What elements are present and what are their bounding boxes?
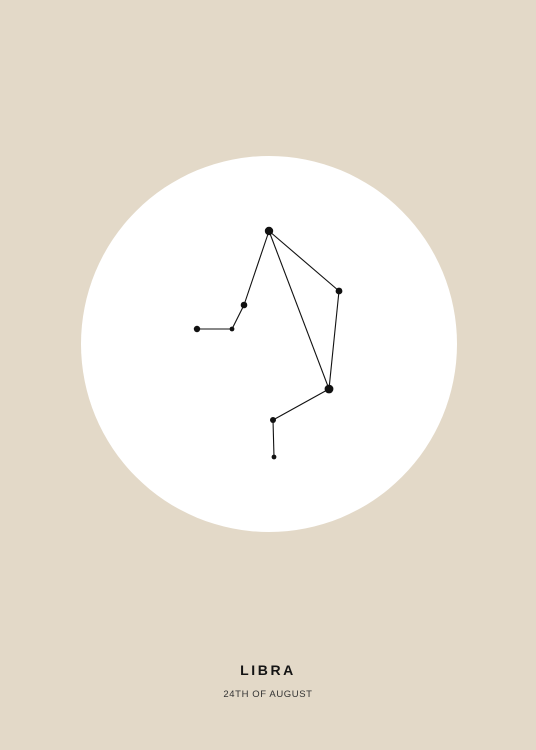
star	[324, 384, 334, 394]
star	[229, 326, 235, 332]
constellation-line	[328, 290, 340, 390]
star	[271, 454, 277, 460]
date-subtitle: 24TH OF AUGUST	[223, 689, 313, 700]
constellation-line	[268, 230, 330, 390]
constellation-line	[272, 388, 330, 421]
sign-title: LIBRA	[240, 662, 296, 678]
star	[240, 301, 248, 309]
star	[264, 226, 274, 236]
star	[270, 417, 276, 423]
constellation-line	[231, 304, 245, 330]
constellation-line	[268, 230, 340, 292]
constellation-line	[272, 419, 275, 458]
white-circle	[81, 156, 457, 532]
constellation-line	[243, 230, 270, 306]
star	[335, 287, 343, 295]
star	[193, 325, 201, 333]
